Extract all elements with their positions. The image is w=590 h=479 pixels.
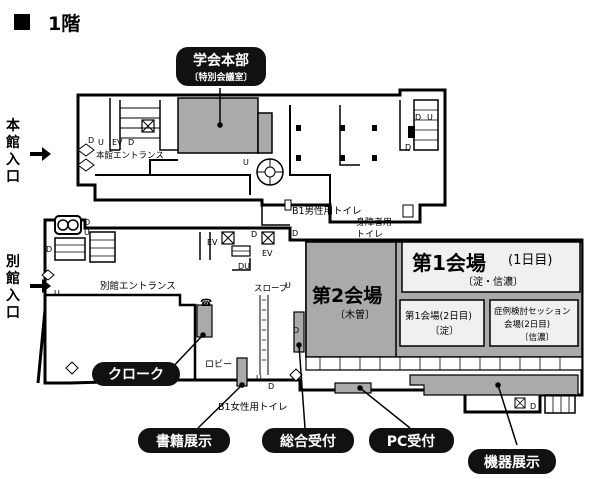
hall-1-room bbox=[401, 241, 581, 293]
pc-uketsuke-label: PC受付 bbox=[387, 433, 436, 450]
phone-icon: ☎ bbox=[200, 298, 212, 309]
ev-label-bekkan-1: EV bbox=[207, 238, 218, 247]
hall1-sub: 〔淀・信濃〕 bbox=[463, 275, 523, 288]
u-label-5: U bbox=[54, 289, 60, 298]
callout-sogo-uketsuke: 総合受付 bbox=[262, 428, 354, 453]
callout-kiki-tenji: 機器展示 bbox=[468, 449, 556, 474]
honkan-entrance-char-1: 本 bbox=[6, 117, 21, 134]
honkan-building bbox=[76, 88, 447, 224]
u-label-3: U bbox=[427, 113, 433, 122]
slope-label: スロープ bbox=[254, 284, 288, 294]
hall1-day2-sub: 〔淀〕 bbox=[430, 325, 459, 337]
u-label-7: U bbox=[256, 374, 262, 383]
honkan-entrance-char-4: 口 bbox=[6, 169, 20, 185]
d-label-9: D bbox=[293, 326, 299, 335]
bekkan-entrance-char-2: 館 bbox=[5, 270, 20, 287]
u-label-6: U bbox=[285, 281, 291, 290]
d-label-2: D bbox=[88, 136, 94, 145]
gakkai-honbu-label: 学会本部 bbox=[193, 52, 249, 69]
callout-shoseki: 書籍展示 bbox=[138, 428, 230, 453]
honkan-entrance-arrow-icon bbox=[30, 147, 51, 161]
sogo-uketsuke-label: 総合受付 bbox=[280, 433, 336, 450]
hall1-name: 第1会場 bbox=[412, 251, 486, 275]
floor-title: 1階 bbox=[48, 13, 80, 35]
hall2-name: 第2会場 bbox=[312, 284, 382, 307]
b1-womens-toilet-label: B1女性用トイレ bbox=[218, 401, 288, 413]
bekkan-entrance-char-4: 口 bbox=[6, 305, 20, 321]
honkan-entrance-char-2: 館 bbox=[5, 134, 20, 151]
shoseki-label: 書籍展示 bbox=[156, 433, 212, 450]
d-label-1: D bbox=[128, 138, 134, 147]
bekkan-entrance-char-3: 入 bbox=[6, 288, 20, 304]
title-square-icon bbox=[14, 14, 30, 30]
bekkan-entrance-arrow-icon bbox=[30, 279, 51, 293]
accessible-toilet-label-2: トイレ bbox=[356, 230, 383, 240]
lobby-label: ロビー bbox=[205, 359, 232, 370]
hall1-day2: 第1会場(2日目) bbox=[405, 310, 472, 322]
kiki-tenji-label: 機器展示 bbox=[484, 454, 540, 471]
hall-1-day2-room bbox=[399, 299, 485, 347]
d-label-7: D bbox=[292, 229, 298, 238]
accessible-toilet-label-1: 身障者用 bbox=[356, 216, 392, 228]
d-label-10: D bbox=[268, 382, 274, 391]
honkan-entrance-inner-label: 本館エントランス bbox=[96, 150, 164, 161]
callout-leaders bbox=[167, 88, 518, 446]
session-room bbox=[489, 299, 579, 347]
d-label-6: D bbox=[46, 245, 52, 254]
u-label-4: U bbox=[84, 228, 90, 237]
hall2-sub: 〔木曽〕 bbox=[335, 308, 375, 321]
bekkan-entrance-char-1: 別 bbox=[5, 254, 20, 270]
hall-2-room bbox=[305, 241, 397, 358]
u-label-2: U bbox=[243, 158, 249, 167]
cloak-label: クローク bbox=[108, 367, 164, 383]
b1-mens-toilet-label: B1男性用トイレ bbox=[292, 205, 362, 217]
callout-pc-uketsuke: PC受付 bbox=[369, 428, 454, 453]
callout-cloak: クローク bbox=[92, 362, 180, 386]
d-label-3: D bbox=[415, 113, 421, 122]
d-label-8: D bbox=[251, 230, 257, 239]
gakkai-honbu-sub-label: 〔特別会議室〕 bbox=[189, 71, 252, 83]
d-label-5: D bbox=[84, 218, 90, 227]
d-label-4: D bbox=[405, 143, 411, 152]
ev-box-honkan bbox=[141, 119, 155, 133]
honkan-entrance-char-3: 入 bbox=[6, 152, 20, 168]
ev-label-bekkan-2: EV bbox=[262, 249, 273, 258]
bekkan-entrance-inner-label: 別館エントランス bbox=[100, 280, 176, 292]
u-label-1: U bbox=[98, 138, 104, 147]
session-line2: 会場(2日目) bbox=[504, 319, 550, 330]
session-sub: 〔信濃〕 bbox=[520, 332, 554, 343]
ev-label-honkan: EV bbox=[112, 138, 123, 147]
callout-gakkai-honbu: 学会本部 〔特別会議室〕 bbox=[176, 47, 266, 86]
du-label: DU bbox=[238, 262, 250, 271]
d-label-11: D bbox=[530, 402, 536, 411]
session-line1: 症例検討セッション bbox=[494, 306, 571, 317]
hall1-days: (1日目) bbox=[508, 253, 552, 268]
